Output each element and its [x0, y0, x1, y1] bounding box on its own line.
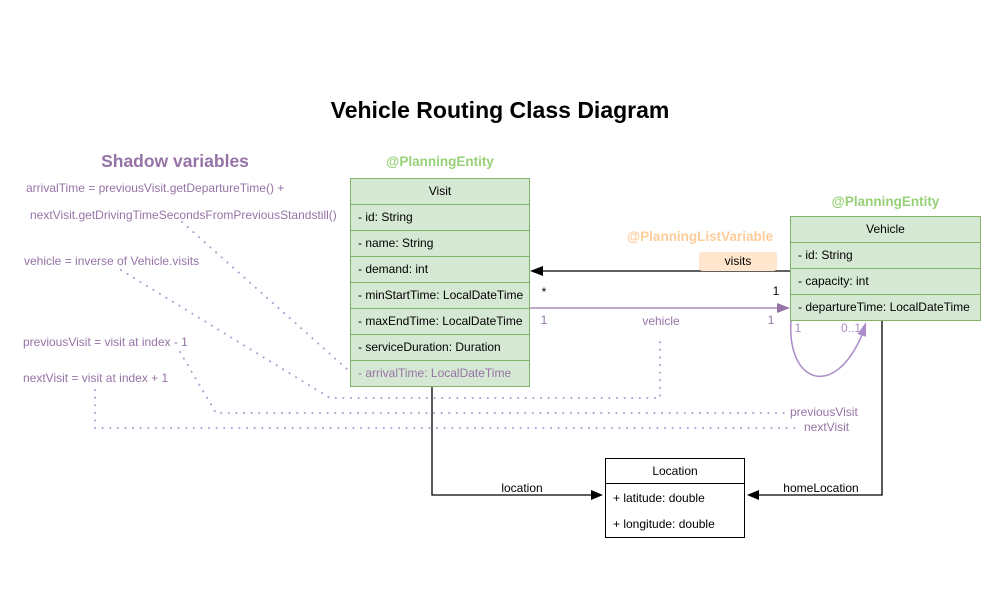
self-loop-multiplicity-one: 1: [794, 321, 802, 335]
visits-multiplicity-star: *: [541, 285, 547, 299]
visit-attribute: - serviceDuration: Duration: [351, 334, 529, 360]
visit-attribute: - id: String: [351, 204, 529, 230]
vehicle-attribute: - id: String: [791, 242, 980, 268]
formula-arrivaltime-line1: arrivalTime = previousVisit.getDeparture…: [26, 181, 285, 195]
vehicle-attribute: - departureTime: LocalDateTime: [791, 294, 980, 320]
location-attribute: + latitude: double: [613, 491, 705, 505]
visit-class-name: Visit: [428, 184, 452, 198]
diagram-title: Vehicle Routing Class Diagram: [330, 97, 670, 123]
visits-multiplicity-one: 1: [772, 284, 780, 298]
vehicle-attribute: - capacity: int: [791, 268, 980, 294]
next-visit-label: nextVisit: [804, 420, 850, 434]
dotted-link-next-visit: [94, 389, 801, 429]
formula-arrivaltime-line2: nextVisit.getDrivingTimeSecondsFromPrevi…: [30, 208, 337, 222]
visit-attribute: - name: String: [351, 230, 529, 256]
vehicle-multiplicity-right: 1: [767, 313, 775, 327]
vehicle-arrowhead-icon: [777, 303, 790, 313]
dotted-link-arrivaltime: [181, 221, 349, 371]
formula-vehicle-inverse: vehicle = inverse of Vehicle.visits: [24, 254, 200, 268]
formula-previous-visit: previousVisit = visit at index - 1: [23, 335, 188, 349]
location-edge-label: location: [501, 481, 543, 495]
planning-list-variable-annotation: @PlanningListVariable: [627, 229, 773, 244]
self-loop-multiplicity-zero-one: 0..1: [840, 321, 861, 335]
visit-attribute: - minStartTime: LocalDateTime: [351, 282, 529, 308]
visits-arrowhead-icon: [530, 266, 543, 276]
visits-edge-label: visits: [699, 252, 777, 271]
vehicle-planning-entity-annotation: @PlanningEntity: [831, 194, 940, 209]
vehicle-class-table: Vehicle - id: String - capacity: int - d…: [790, 216, 981, 321]
location-class-table: Location + latitude: double + longitude:…: [605, 458, 745, 538]
vehicle-class-name: Vehicle: [866, 222, 905, 236]
location-attribute: + longitude: double: [613, 517, 715, 531]
home-location-arrowhead-icon: [747, 490, 759, 500]
location-class-name: Location: [606, 459, 744, 484]
vehicle-multiplicity-left: 1: [540, 313, 548, 327]
visit-planning-entity-annotation: @PlanningEntity: [386, 154, 494, 169]
formula-next-visit: nextVisit = visit at index + 1: [23, 371, 169, 385]
previous-visit-label: previousVisit: [790, 405, 858, 419]
visit-attribute: - maxEndTime: LocalDateTime: [351, 308, 529, 334]
visit-shadow-attribute-arrivaltime: - arrivalTime: LocalDateTime: [351, 360, 529, 386]
home-location-edge-label: homeLocation: [783, 481, 859, 495]
shadow-variables-heading: Shadow variables: [101, 151, 249, 171]
visit-attribute: - demand: int: [351, 256, 529, 282]
location-arrowhead-icon: [591, 490, 603, 500]
visit-class-table: Visit - id: String - name: String - dema…: [350, 178, 530, 387]
vehicle-edge-label: vehicle: [642, 314, 680, 328]
location-connector: [431, 386, 591, 496]
